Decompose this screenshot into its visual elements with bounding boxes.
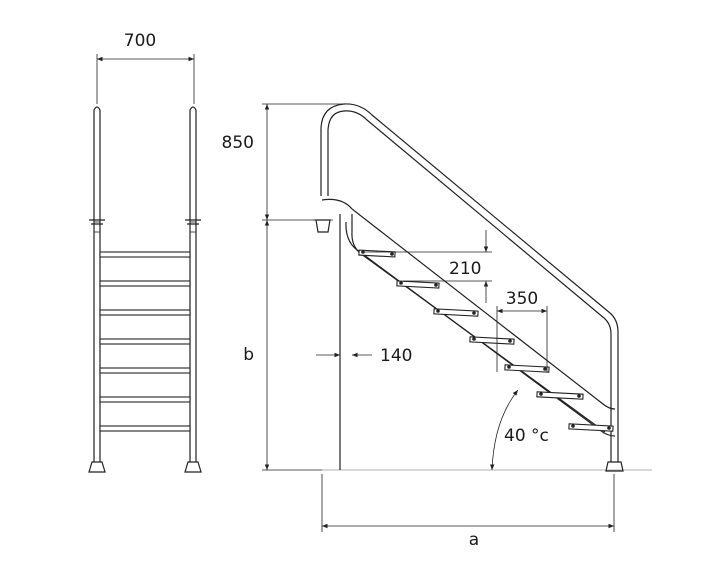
- offset-dimension-label: 140: [380, 346, 412, 366]
- angle-dimension-label: 40 °c: [504, 426, 549, 446]
- side-view: 850 b: [222, 103, 652, 550]
- base-mount: [313, 219, 624, 472]
- rise-dimension: 210: [365, 230, 492, 303]
- handrail: [320, 103, 619, 462]
- front-view: 700: [88, 31, 202, 473]
- right-post: [184, 106, 202, 473]
- side-treads: [358, 249, 614, 432]
- left-post: [88, 106, 106, 473]
- top-height-dimension-label: 850: [222, 133, 254, 153]
- length-dimension-label: a: [469, 530, 479, 550]
- base-height-dimension-label: b: [243, 345, 254, 365]
- offset-dimension: 140: [316, 346, 412, 366]
- length-dimension: a: [321, 474, 615, 550]
- front-steps: [99, 251, 191, 432]
- rise-dimension-label: 210: [449, 259, 481, 279]
- width-dimension-label: 700: [124, 31, 156, 51]
- tread-depth-dimension-label: 350: [506, 289, 538, 309]
- angle-dimension: 40 °c: [489, 389, 549, 471]
- tread-depth-dimension: 350: [496, 289, 548, 372]
